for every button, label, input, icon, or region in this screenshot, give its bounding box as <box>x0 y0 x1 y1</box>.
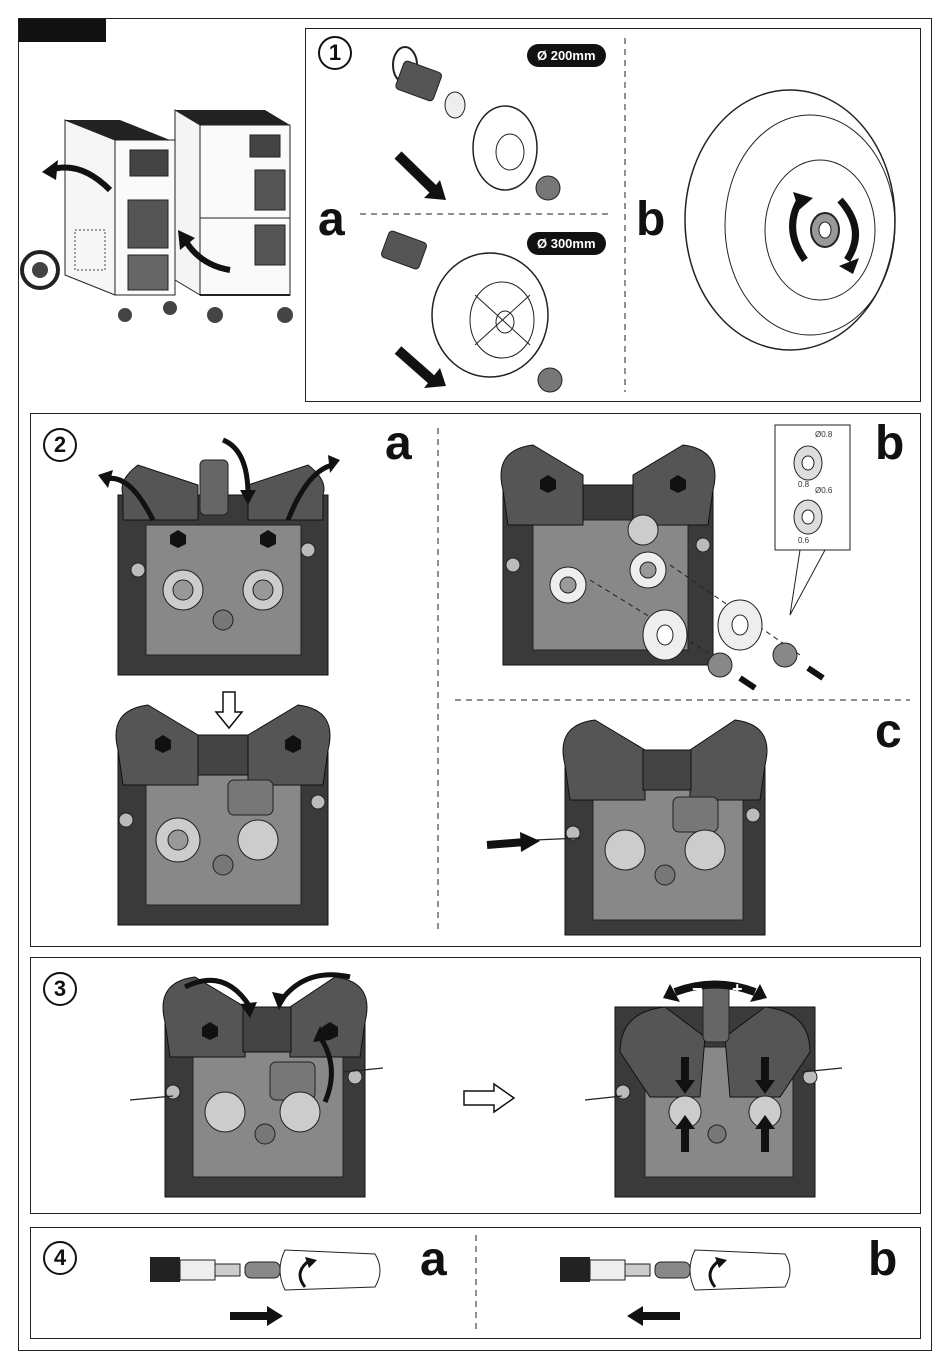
roller-callout: Ø0.8 Ø0.6 0.8 0.6 <box>770 425 870 705</box>
torch-connector-b <box>555 1242 805 1332</box>
roller-label-08: Ø0.8 <box>815 430 833 439</box>
feeder-2a-closed <box>108 690 338 930</box>
step3b-pointer-lines <box>580 1060 845 1110</box>
tension-minus-label: − <box>692 979 703 1000</box>
roller-small-06: 0.6 <box>798 536 810 545</box>
machine-left <box>22 120 177 322</box>
step3-pointer-lines <box>125 1060 385 1110</box>
feeder-2a-open <box>108 440 338 680</box>
header-black-tab <box>18 18 106 42</box>
welding-machines-illustration <box>20 90 310 340</box>
torch-connector-a <box>145 1242 395 1332</box>
tension-plus-label: + <box>732 979 743 1000</box>
spool-300-assembly <box>370 220 610 395</box>
spool-200-assembly <box>370 40 610 200</box>
roller-small-08: 0.8 <box>798 480 810 489</box>
roller-label-06: Ø0.6 <box>815 486 833 495</box>
step3-number: 3 <box>43 972 77 1006</box>
wire-insert-arrow <box>485 820 595 870</box>
spool-rotation <box>675 60 915 360</box>
right-hollow-arrow <box>462 1082 518 1114</box>
machine-right <box>175 110 293 323</box>
